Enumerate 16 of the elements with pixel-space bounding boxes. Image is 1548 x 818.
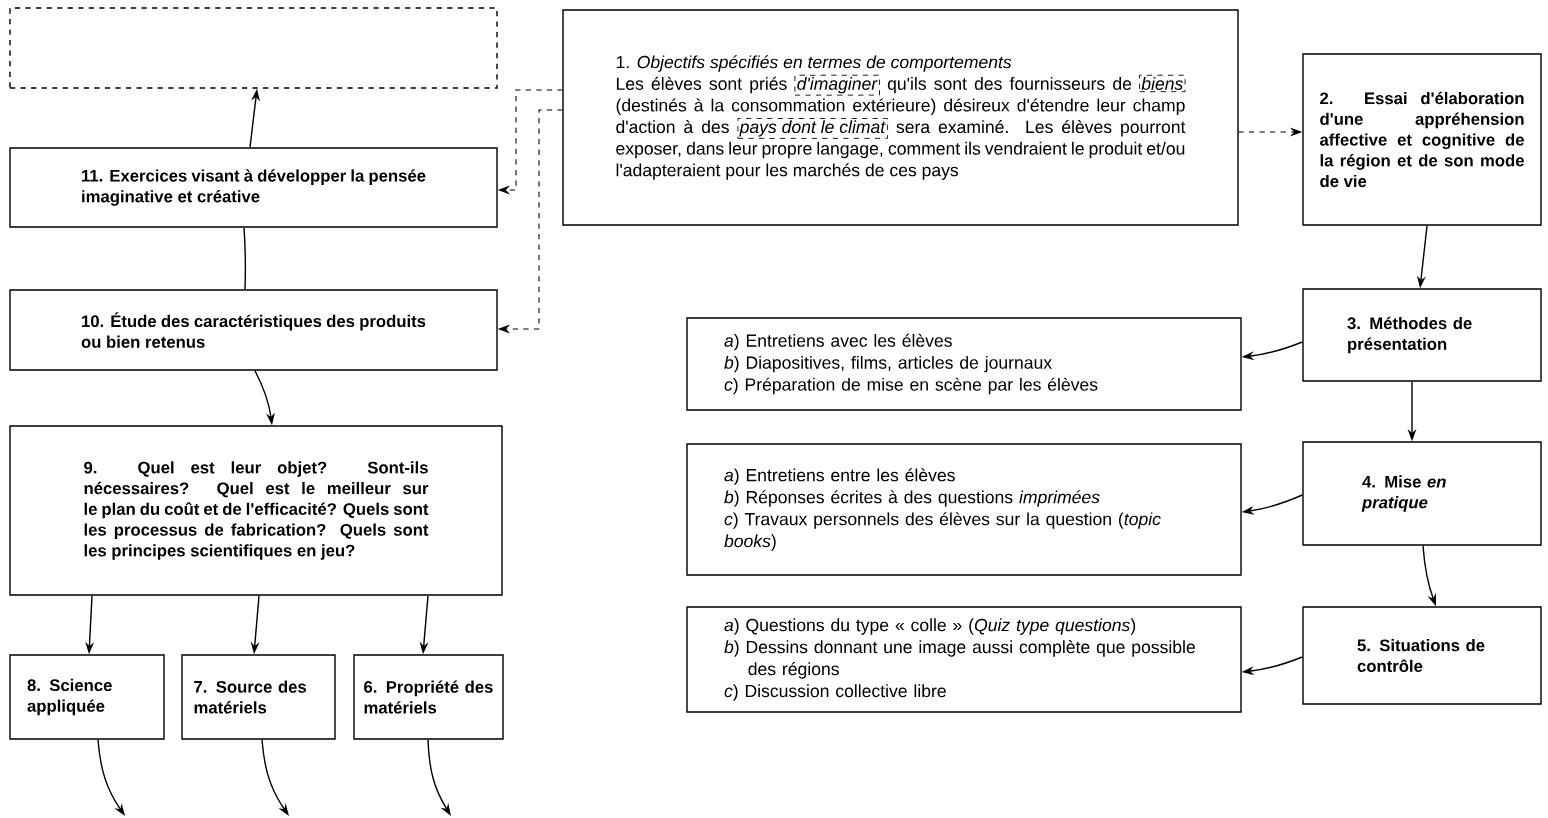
step-box: 6. Propriété des matériels (353, 654, 504, 740)
step-box: 7. Source des matériels (181, 654, 336, 740)
step-box: 8. Science appliquée (9, 654, 165, 740)
list-box: a) Entretiens avec les élèves b) Diapositives, films, articles de journaux c) Préparation de mise en scène par les élèves (686, 317, 1242, 411)
step-box: 3. Méthodes de présentation (1302, 288, 1542, 382)
step-box: 2. Essai d'élaboration d'une appréhension affective et cognitive de la région et de son mode de vie (1302, 53, 1542, 226)
objective-box: 1. Objectifs spécifiés en termes de comportements Les élèves sont priés d'imaginer qu'ils sont des fournisseurs de biens (destinés à la consommation extérieure) désireux d'étendre leur champ d'action à des pays dont le climat sera examiné. Les élèves pourront exposer, dans leur propre langage, comment ils vendraient le produit et/ou l'adapteraient pour les marchés de ces pays (562, 9, 1239, 226)
step-box: 10. Étude des caractéristiques des produits ou bien retenus (9, 289, 498, 371)
connector-line (243, 227, 247, 290)
list-box: a) Questions du type « colle » (Quiz type questions) b) Dessins donnant une image aussi complète que possible des régions c) Discussion collective libre (686, 606, 1242, 713)
step-box: 4. Mise en pratique (1302, 441, 1542, 546)
step-box: 11. Exercices visant à développer la pensée imaginative et créative (9, 147, 498, 228)
empty-box (9, 7, 498, 89)
step-box: 9. Quel est leur objet? Sont-ils nécessaires? Quel est le meilleur sur le plan du coût et de l'efficacité? Quels sont les processus de fabrication? Quels sont les principes scientifiques en jeu? (9, 425, 503, 596)
list-box: a) Entretiens entre les élèves b) Réponses écrites à des questions imprimées c) Travaux personnels des élèves sur la question (topic books) (686, 443, 1242, 576)
step-box: 5. Situations de contrôle (1302, 606, 1542, 705)
